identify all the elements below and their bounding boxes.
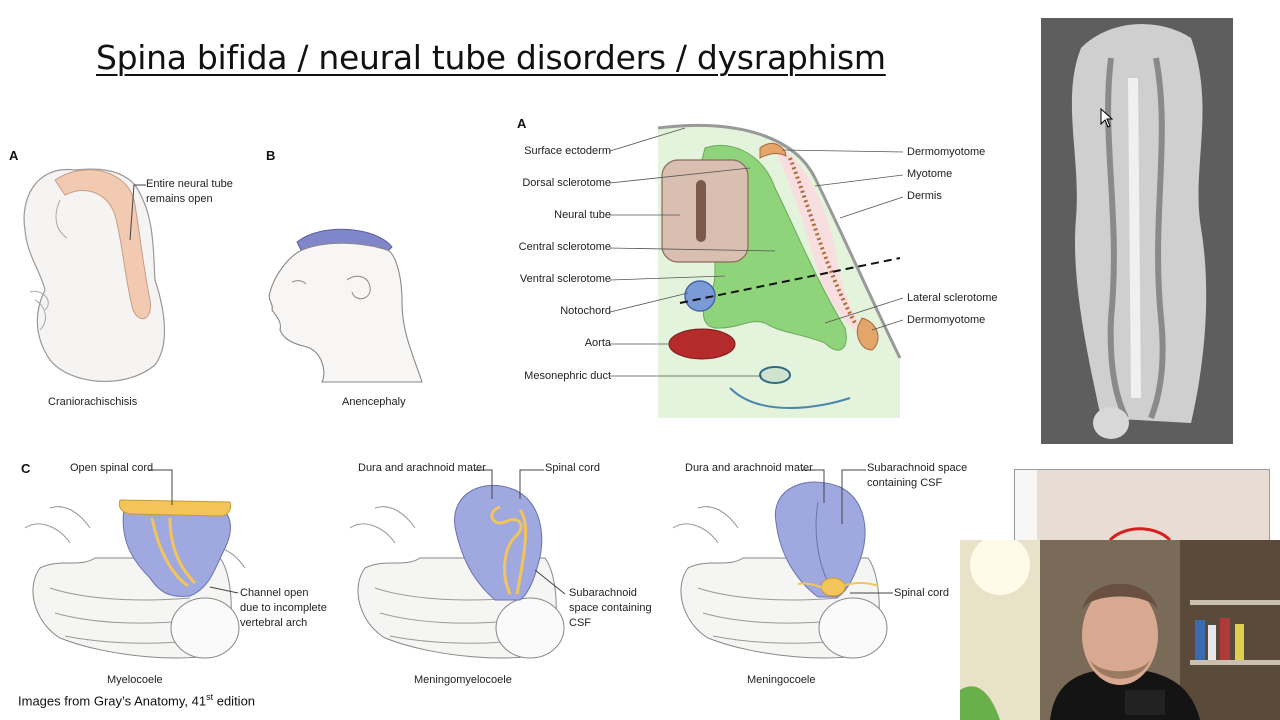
notochord-shape	[684, 280, 716, 312]
caption-craniorachischisis: Craniorachischisis	[48, 396, 138, 408]
label-lateral-sclerotome: Lateral sclerotome	[907, 292, 998, 304]
label-surface-ectoderm: Surface ectoderm	[524, 145, 611, 157]
label-myotome: Myotome	[907, 168, 953, 180]
label-spinal-cord-2: Spinal cord	[545, 462, 601, 474]
label-dermomyotome-bottom: Dermomyotome	[907, 314, 986, 326]
leader-open-spinal-cord	[148, 469, 173, 505]
label-open-spinal-cord: Open spinal cord	[70, 462, 154, 474]
credit-superscript: st	[206, 692, 214, 702]
label-neural-tube: Neural tube	[554, 209, 611, 221]
label-notochord: Notochord	[560, 305, 611, 317]
craniorachischisis-illustration	[23, 168, 165, 382]
aorta-shape	[668, 328, 736, 360]
annotation-leader-open-tube	[129, 184, 146, 241]
caption-anencephaly: Anencephaly	[342, 396, 406, 408]
caption-myelocoele: Myelocoele	[107, 674, 163, 686]
presenter-webcam	[960, 540, 1280, 720]
leader-dura-arachnoid-2	[474, 469, 493, 499]
label-dermis: Dermis	[907, 190, 942, 202]
label-mesonephric-duct: Mesonephric duct	[524, 370, 611, 382]
credit-suffix: edition	[213, 693, 256, 709]
label-aorta: Aorta	[584, 337, 611, 349]
label-dermomyotome-top: Dermomyotome	[907, 146, 986, 158]
panel-c-label: C	[21, 461, 31, 476]
anencephaly-illustration	[268, 228, 423, 383]
slide-title: Spina bifida / neural tube disorders / d…	[96, 38, 886, 77]
leader-channel-open	[209, 586, 239, 594]
label-ventral-sclerotome: Ventral sclerotome	[519, 273, 611, 285]
caption-meningocoele: Meningocoele	[747, 674, 816, 686]
mesonephric-duct-shape	[759, 366, 791, 384]
label-subarachnoid-3: Subarachnoid space containing CSF	[867, 462, 968, 489]
leader-spinal-cord-2	[519, 469, 544, 499]
label-subarachnoid-2: Subarachnoid space containing CSF	[569, 587, 652, 629]
sem-embryo-photo	[1041, 18, 1233, 444]
label-dorsal-sclerotome: Dorsal sclerotome	[522, 177, 611, 189]
leader-subarachnoid-3	[841, 469, 866, 524]
panel-b-label: B	[266, 148, 276, 163]
label-channel-open: Channel open due to incomplete vertebral…	[240, 587, 327, 629]
leader-spinal-cord-3	[850, 592, 893, 594]
caption-meningomyelocoele: Meningomyelocoele	[414, 674, 512, 686]
credit-text: Images from Gray’s Anatomy, 41	[18, 693, 207, 709]
mouse-cursor-icon	[1100, 107, 1114, 128]
meningomyelocoele-illustration	[349, 484, 565, 659]
patient-back-photo	[1014, 469, 1270, 543]
somite-diagram	[609, 124, 904, 418]
label-spinal-cord-3: Spinal cord	[894, 587, 950, 599]
somite-diagram-label: A	[517, 116, 527, 131]
image-credit: Images from Gray’s Anatomy, 41st edition	[18, 692, 255, 708]
label-dura-arachnoid-3: Dura and arachnoid mater	[685, 462, 813, 474]
leader-dura-arachnoid-3	[802, 469, 825, 503]
label-dura-arachnoid-2: Dura and arachnoid mater	[358, 462, 486, 474]
leader-subarachnoid-2	[534, 569, 566, 595]
myelocoele-illustration	[24, 499, 246, 659]
annotation-open-tube: Entire neural tube remains open	[146, 178, 233, 205]
panel-a-label: A	[9, 148, 19, 163]
meningocoele-illustration	[672, 481, 888, 659]
label-central-sclerotome: Central sclerotome	[518, 241, 611, 253]
